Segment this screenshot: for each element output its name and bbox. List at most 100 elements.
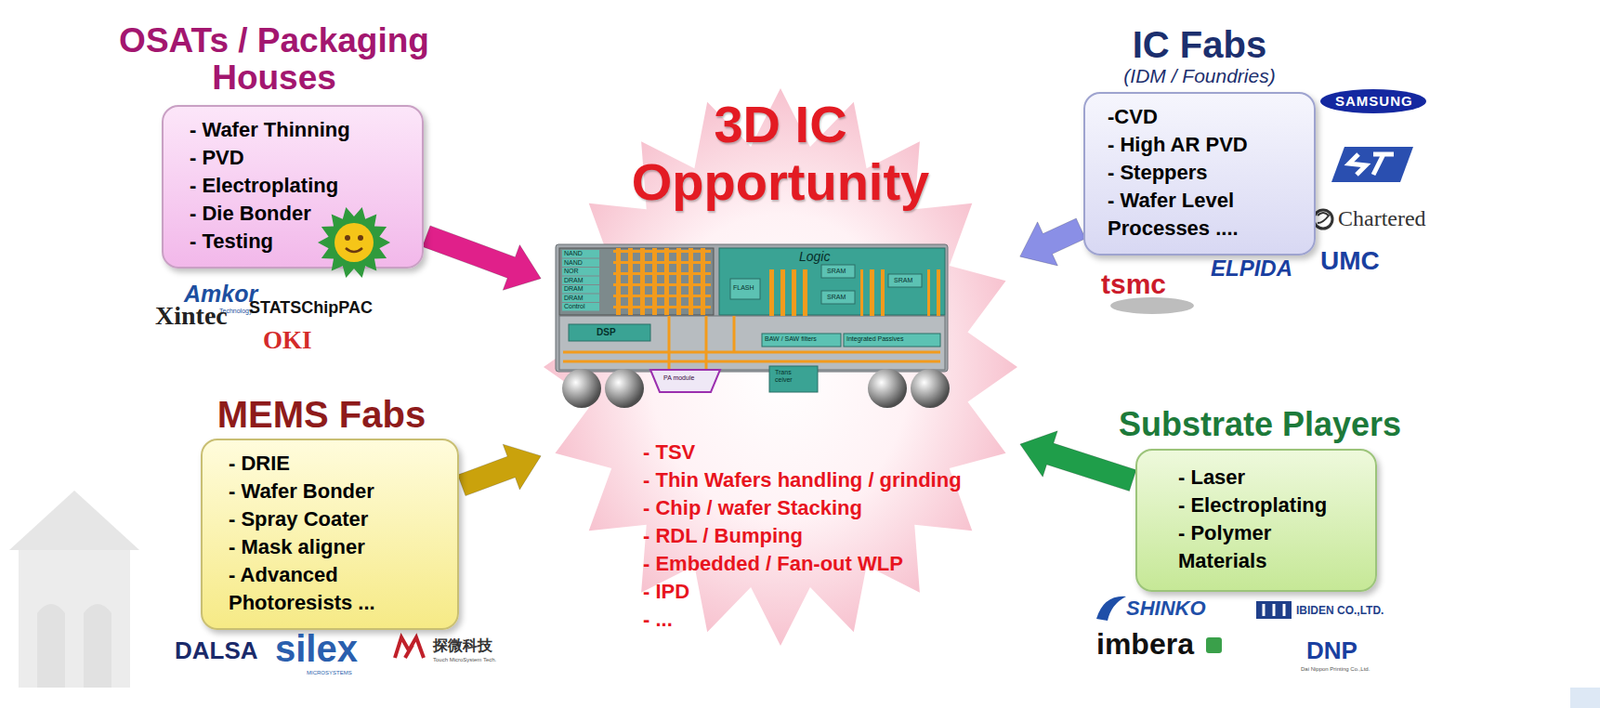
chip-part-label: NAND — [563, 259, 583, 267]
category-box: MEMS Fabs- DRIE- Wafer Bonder- Spray Coa… — [200, 438, 460, 630]
technology-item: - RDL / Bumping — [642, 522, 962, 551]
imbera-icon — [1206, 637, 1222, 654]
chip-part-label: Logic — [799, 249, 830, 264]
company-logo: Xintec — [155, 301, 228, 331]
company-logo: DNP — [1306, 637, 1358, 665]
base-layer — [559, 315, 945, 370]
memory-layer — [562, 294, 600, 303]
company-logo: DALSA — [174, 637, 259, 665]
chip-part-label: SRAM — [893, 276, 913, 285]
logic-die — [719, 248, 945, 315]
logo-subtitle: Dai Nippon Printing Co.,Ltd. — [1300, 666, 1370, 673]
building-watermark — [9, 490, 140, 688]
sun-eye — [344, 235, 351, 241]
chip-part-label: SRAM — [826, 267, 846, 276]
technology-item: - Embedded / Fan-out WLP — [642, 550, 962, 578]
category-heading: MEMS Fabs — [217, 393, 426, 435]
company-logo: silex — [275, 628, 358, 669]
chip-part-label: NOR — [563, 267, 579, 276]
chip-part-label: NAND — [563, 249, 583, 258]
capability-item: - Polymer Materials — [1178, 519, 1338, 576]
capability-item: - Spray Coater — [228, 505, 439, 534]
rdl-wiring — [563, 315, 941, 370]
category-heading: Substrate Players — [1118, 406, 1402, 444]
starburst-shape — [543, 88, 1018, 646]
block-arrow — [422, 225, 542, 290]
memory-layer — [562, 285, 600, 294]
chip-part-label: DRAM — [563, 285, 584, 293]
chartered-icon — [1313, 209, 1333, 229]
company-logo: OKI — [262, 327, 313, 355]
capability-item: - Laser — [1178, 463, 1338, 492]
ibiden-icon — [1256, 601, 1292, 619]
memory-layer — [562, 249, 600, 259]
category-box: OSATs / Packaging Houses- Wafer Thinning… — [161, 104, 424, 269]
memory-layer — [562, 259, 600, 268]
capability-item: - Die Bonder — [189, 199, 404, 228]
logo-subtitle: MICROSYSTEMS — [306, 669, 353, 677]
shinko-swoosh — [1096, 596, 1127, 621]
package-body — [555, 244, 948, 372]
company-logo: SHINKO — [1126, 597, 1207, 620]
chip-part-label: PA module — [663, 374, 695, 382]
chip-part-label: DSP — [596, 327, 617, 338]
chartered-icon-swirl — [1317, 212, 1329, 223]
solder-ball — [867, 368, 907, 408]
tsv-pillars — [860, 269, 885, 316]
memory-layer — [562, 267, 600, 276]
chip-part-label: DRAM — [563, 276, 584, 285]
capability-item: - Steppers — [1107, 158, 1299, 187]
chip-part-label: DRAM — [563, 294, 584, 302]
tsv-pillars — [767, 269, 811, 316]
category-box: Substrate Players- Laser- Electroplating… — [1135, 448, 1378, 592]
block-arrow — [1020, 218, 1087, 266]
sram-block — [821, 264, 855, 278]
watermark-roof — [9, 490, 140, 551]
sun-face — [334, 222, 374, 263]
tsmc-wafer — [1110, 297, 1194, 315]
corner-tab — [1570, 687, 1600, 708]
capability-item: - Electroplating — [1178, 491, 1338, 520]
company-logo: ELPIDA — [1210, 256, 1293, 281]
flash-block — [730, 278, 761, 300]
capability-item: - PVD — [189, 144, 404, 172]
category-heading: (IDM / Foundries) — [1123, 65, 1275, 87]
company-logo: UMC — [1320, 247, 1380, 276]
baw-saw-block — [761, 333, 841, 347]
watermark-wall — [18, 548, 131, 688]
sun-eye — [357, 235, 364, 241]
chip-part-label: BAW / SAW filters — [764, 335, 817, 343]
watermark-arches — [37, 603, 112, 688]
dsp-block — [568, 324, 651, 341]
sram-block — [821, 290, 855, 304]
company-logo: 探微科技 — [432, 637, 493, 655]
samsung-ellipse — [1320, 89, 1427, 114]
capability-item: - Wafer Thinning — [189, 116, 404, 145]
chip-part-label: Control — [563, 302, 586, 311]
technology-item: - Chip / wafer Stacking — [642, 494, 962, 523]
opportunity-title: 3D IC Opportunity — [622, 95, 939, 210]
capability-item: - Testing — [189, 227, 404, 256]
memory-layers — [562, 249, 600, 312]
capability-item: - Advanced Photoresists ... — [228, 561, 439, 617]
block-arrow — [458, 444, 542, 496]
capability-item: - Wafer Bonder — [228, 477, 439, 506]
st-logo-mark — [1349, 154, 1394, 175]
category-heading: OSATs / Packaging Houses — [118, 22, 430, 98]
tsv-array — [613, 248, 711, 315]
opportunity-starburst: 3D IC Opportunity- TSV- Thin Wafers hand… — [543, 88, 1018, 646]
company-logo: IBIDEN CO.,LTD. — [1296, 604, 1384, 617]
capability-item: - Mask aligner — [228, 533, 439, 562]
solder-ball — [562, 368, 602, 408]
pa-module — [650, 369, 721, 393]
st-logo — [1331, 146, 1414, 183]
company-logo: imbera — [1096, 628, 1194, 661]
ibiden-icon-bars — [1263, 603, 1285, 617]
sun-smile — [345, 248, 363, 252]
memory-stack-die — [559, 248, 714, 315]
chip-part-label: Integrated Passives — [846, 335, 904, 343]
chip-part-label: Trans ceiver — [774, 368, 807, 383]
tsv-pillars — [927, 269, 941, 316]
capability-item: - DRIE — [228, 449, 439, 478]
technology-item: - TSV — [642, 438, 962, 467]
